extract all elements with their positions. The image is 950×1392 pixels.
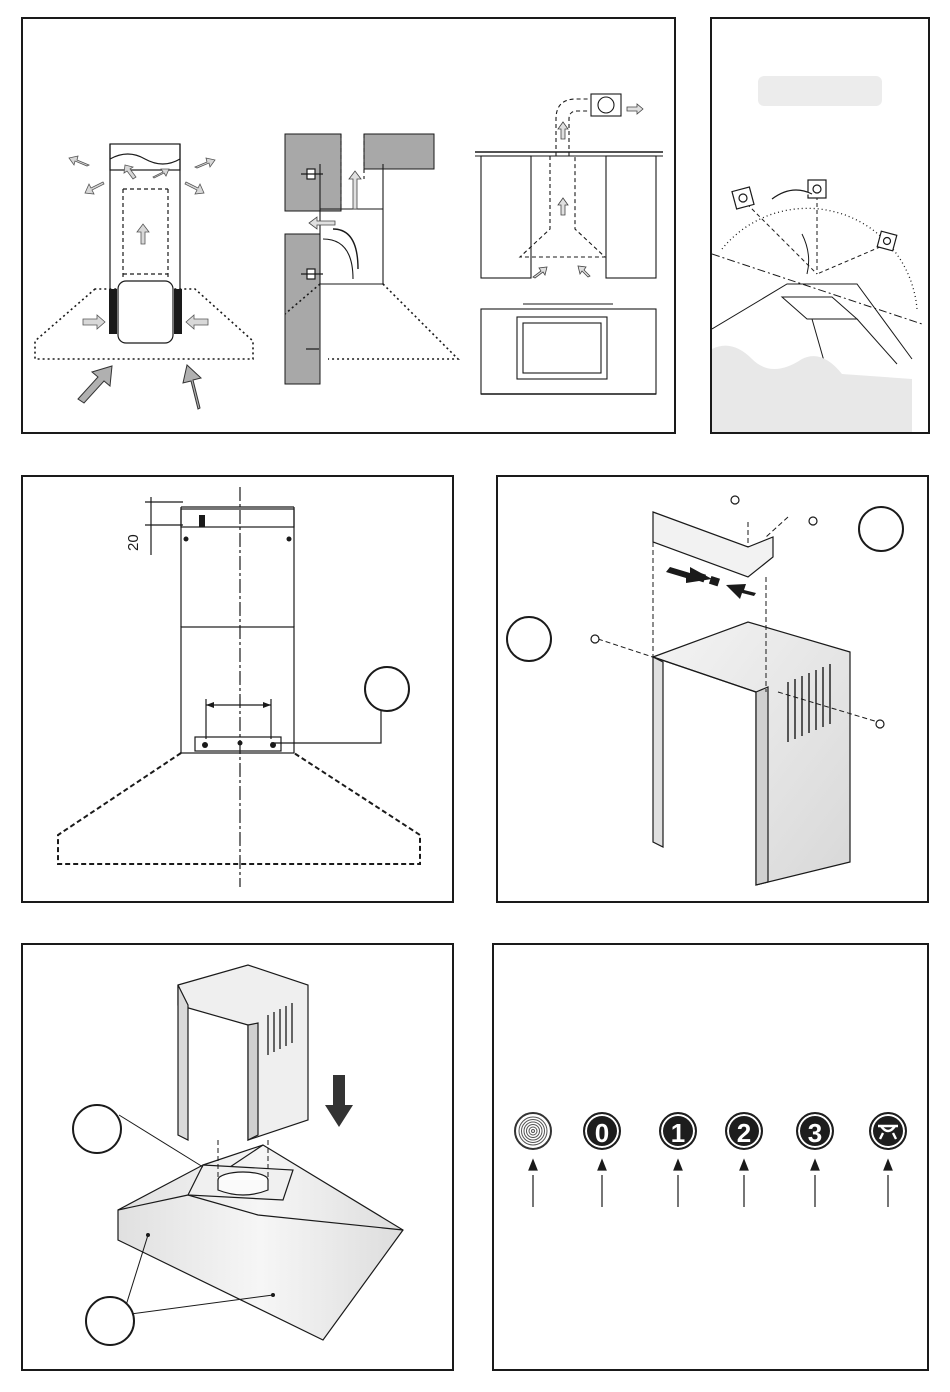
speed-2-button[interactable]: 2 xyxy=(725,1112,763,1150)
callout-circle-top xyxy=(72,1104,122,1154)
controls-pointers xyxy=(494,945,929,1371)
callout-circle-left xyxy=(506,616,552,662)
filter-left xyxy=(109,289,117,334)
speed-1-button[interactable]: 1 xyxy=(659,1112,697,1150)
callout-circle-bottom xyxy=(85,1296,135,1346)
spiral-icon[interactable] xyxy=(514,1112,552,1150)
callout-circle xyxy=(364,666,410,712)
panel-bracket-assembly xyxy=(496,475,929,903)
air-flow-diagram xyxy=(23,19,676,434)
light-icon[interactable] xyxy=(869,1112,907,1150)
panel-electrical xyxy=(710,17,930,434)
panel-controls: 0 1 2 3 xyxy=(492,943,929,1371)
panel-air-flow xyxy=(21,17,676,434)
callout-circle-right xyxy=(858,506,904,552)
panel-chimney-fitting xyxy=(21,943,454,1371)
panel-bracket-position: 20 xyxy=(21,475,454,903)
motor-off-button[interactable]: 0 xyxy=(583,1112,621,1150)
filter-right xyxy=(174,289,182,334)
electrical-diagram xyxy=(712,19,930,434)
speed-3-button[interactable]: 3 xyxy=(796,1112,834,1150)
dimension-label: 20 xyxy=(125,534,142,551)
